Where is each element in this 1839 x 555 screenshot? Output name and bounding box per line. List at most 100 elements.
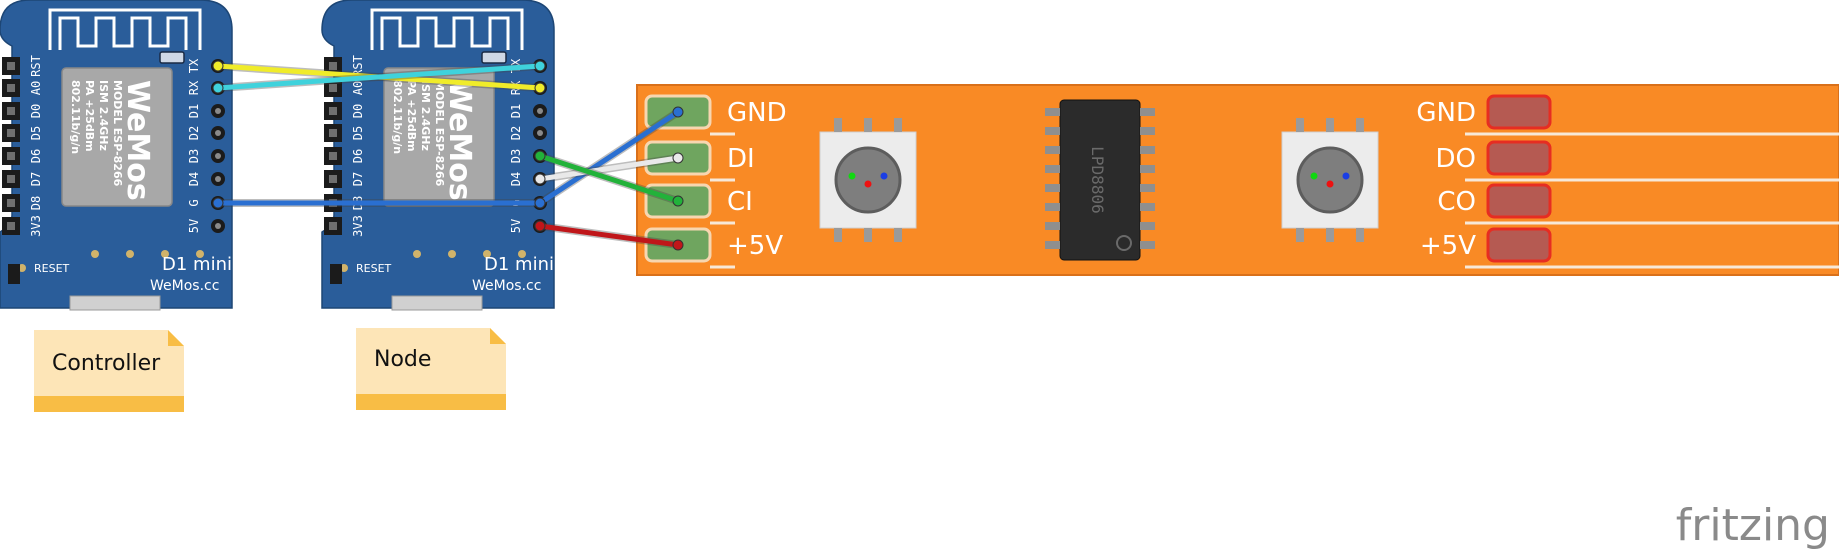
led-leg	[1356, 228, 1364, 242]
wire-di-end	[534, 173, 546, 185]
pin-label-D1: D1	[187, 104, 201, 118]
pin-label-RST: RST	[29, 55, 43, 77]
wire-gnd-strip	[537, 109, 681, 206]
ic-leg	[1140, 165, 1155, 173]
pin-label-D7: D7	[29, 172, 43, 186]
pin	[329, 62, 337, 70]
board-site: WeMos.cc	[472, 278, 541, 294]
smd-component	[481, 51, 507, 64]
ic-leg	[1045, 165, 1060, 173]
ic-leg	[1045, 127, 1060, 135]
wire-5v-end	[672, 239, 684, 251]
pin	[7, 199, 15, 207]
wire-gnd-strip-end	[534, 197, 546, 209]
antenna-frame	[48, 8, 202, 50]
wire-rx-tx-end	[212, 82, 224, 94]
led-leg	[1296, 118, 1304, 132]
wire-rx-tx-end	[534, 60, 546, 72]
board-name: D1 mini	[162, 254, 232, 275]
ic-leg	[1045, 203, 1060, 211]
note-label: Controller	[52, 351, 161, 376]
antenna-frame	[370, 8, 524, 50]
output-pin-label: CO	[1437, 187, 1476, 217]
mount-hole	[483, 250, 491, 258]
chip-power: PA +25dBm	[405, 80, 418, 152]
chip-std: 802.11b/g/n	[69, 80, 82, 154]
pin-label-TX: TX	[187, 58, 201, 73]
mount-hole	[196, 250, 204, 258]
chip-band: ISM 2.4GHz	[97, 80, 110, 151]
mount-hole	[126, 250, 134, 258]
chip-brand: WeMos	[442, 80, 477, 201]
pin	[215, 108, 221, 114]
ic-leg	[1045, 146, 1060, 154]
note-band	[356, 394, 506, 410]
input-pin-label: CI	[727, 187, 753, 217]
ic-leg	[1045, 108, 1060, 116]
pin-label-D4: D4	[509, 172, 523, 186]
pin-label-G: G	[187, 199, 201, 206]
output-pad	[1486, 183, 1552, 219]
reset-button	[330, 264, 342, 284]
pin	[7, 62, 15, 70]
pin-label-D1: D1	[509, 104, 523, 118]
mount-hole	[448, 250, 456, 258]
chip-power: PA +25dBm	[83, 80, 96, 152]
pin-label-A0: A0	[351, 81, 365, 95]
led-lens	[1296, 146, 1364, 214]
led-lens	[834, 146, 902, 214]
output-pin-label: +5V	[1420, 231, 1476, 261]
led-leg	[1356, 118, 1364, 132]
board-site: WeMos.cc	[150, 278, 219, 294]
pin-label-D8: D8	[29, 196, 43, 210]
ic-label: LPD8806	[1088, 146, 1107, 213]
ic-leg	[1140, 184, 1155, 192]
esp-shield	[61, 67, 173, 207]
led-die-green	[848, 172, 856, 180]
ic-leg	[1045, 222, 1060, 230]
pin-label-RST: RST	[351, 55, 365, 77]
note-controller: Controller	[34, 330, 184, 412]
ic-body	[1059, 99, 1141, 261]
reset-label: RESET	[356, 262, 392, 275]
pin	[329, 175, 337, 183]
pin-label-3V3: 3V3	[29, 215, 43, 237]
wire-gnd-strip-end	[672, 106, 684, 118]
led-leg	[1326, 118, 1334, 132]
pin-label-3V3: 3V3	[351, 215, 365, 237]
wire-ci	[537, 153, 681, 204]
ic-leg	[1140, 222, 1155, 230]
pin-label-D0: D0	[29, 104, 43, 118]
board-name: D1 mini	[484, 254, 554, 275]
ic-leg	[1045, 184, 1060, 192]
led-leg	[894, 118, 902, 132]
ic-leg	[1140, 146, 1155, 154]
wire-ci-end	[534, 150, 546, 162]
led-die-red	[864, 180, 872, 188]
ic-pin1-mark	[1116, 235, 1132, 251]
ic-leg	[1140, 127, 1155, 135]
pin-label-D0: D0	[351, 104, 365, 118]
wire-di	[537, 155, 681, 182]
led-die-blue	[1342, 172, 1350, 180]
pin-label-D5: D5	[29, 126, 43, 140]
wire-tx-rx-end	[212, 60, 224, 72]
pin-label-D7: D7	[351, 172, 365, 186]
led-5050	[1281, 118, 1379, 242]
note-paper	[356, 328, 506, 410]
input-pin-label: GND	[727, 98, 787, 128]
pin-label-D4: D4	[187, 172, 201, 186]
note-fold	[168, 330, 184, 346]
antenna-trace	[58, 16, 188, 50]
usb-port	[69, 295, 161, 311]
reset-label: RESET	[34, 262, 70, 275]
pin	[329, 107, 337, 115]
mount-hole	[518, 250, 526, 258]
antenna-trace	[380, 16, 510, 50]
output-pad	[1486, 94, 1552, 130]
mount-hole	[161, 250, 169, 258]
